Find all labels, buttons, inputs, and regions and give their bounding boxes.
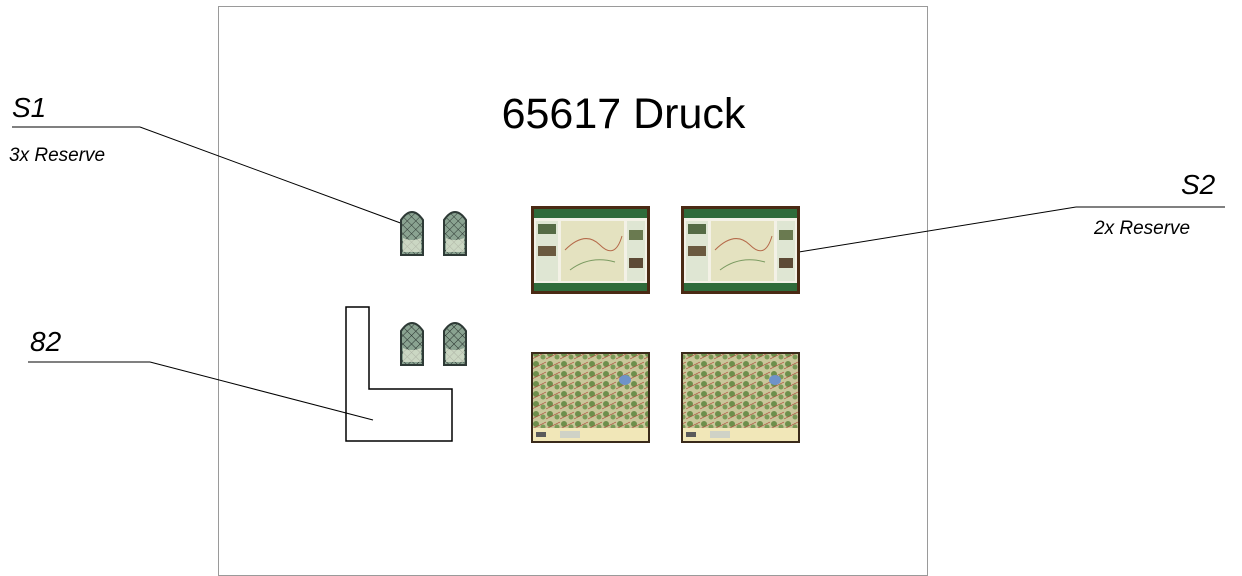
label-s2-note: 2x Reserve [1094, 218, 1191, 239]
label-82: 82 [30, 326, 62, 357]
leader-s2 [767, 206, 1225, 258]
window-s1-3 [400, 322, 424, 366]
window-s1-1 [400, 211, 424, 256]
window-s1-2 [443, 211, 467, 256]
leader-82 [28, 361, 374, 421]
leader-s1 [12, 126, 415, 229]
map-panel-2 [681, 352, 800, 443]
window-s1-4 [443, 322, 467, 366]
info-board-1 [531, 206, 650, 294]
label-s2: S2 [1181, 169, 1216, 200]
map-panel-1 [531, 352, 650, 443]
label-s1: S1 [12, 92, 47, 123]
label-s1-note: 3x Reserve [9, 145, 106, 166]
drawing-title: 65617 Druck [501, 90, 746, 138]
l-shape-82 [345, 306, 453, 442]
info-board-2 [681, 206, 800, 294]
